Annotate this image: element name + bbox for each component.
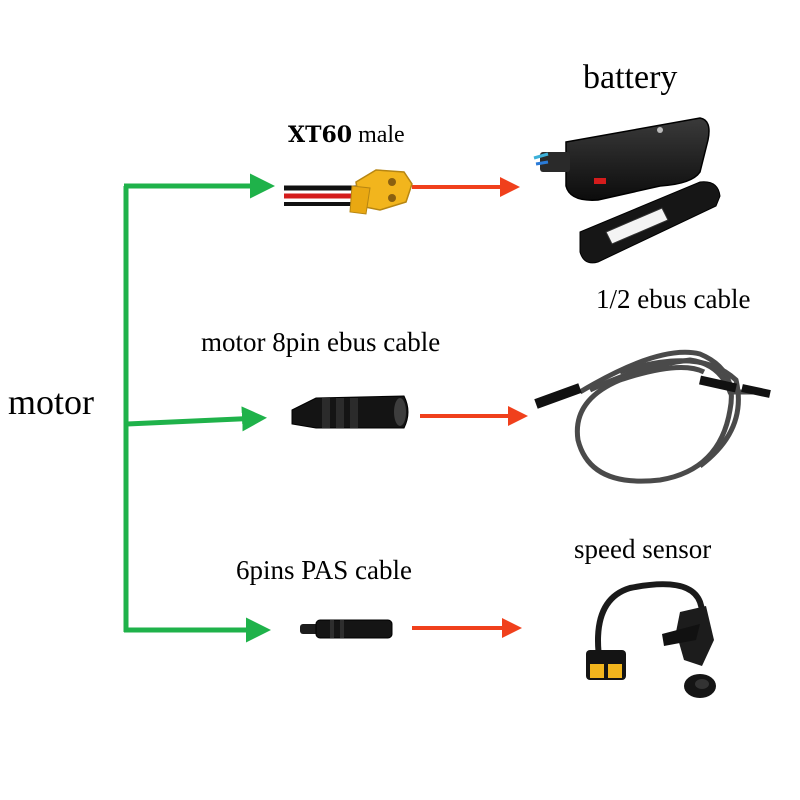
ebus-cable-coil-icon [534,349,771,484]
ebus-8pin-connector-icon [291,395,409,429]
speed-sensor-label: speed sensor [574,534,712,564]
pas-cable-label: 6pins PAS cable [236,555,413,585]
pas-connector-icon [300,619,393,639]
xt60-label-bold: XT60 [288,122,353,148]
ebus-half-cable-label: 1/2 ebus cable [596,284,751,314]
green-arrow-ebus [125,406,267,432]
speed-sensor-icon [586,581,716,698]
motor-ebus-cable-label: motor 8pin ebus cable [201,327,441,357]
motor-label: motor [8,382,94,422]
xt60-label: XT60 male [288,123,405,147]
ebike-battery-icon [533,117,721,264]
battery-label: battery [583,59,678,96]
xt60-label-rest: male [352,122,405,148]
xt60-connector-icon [284,169,413,215]
